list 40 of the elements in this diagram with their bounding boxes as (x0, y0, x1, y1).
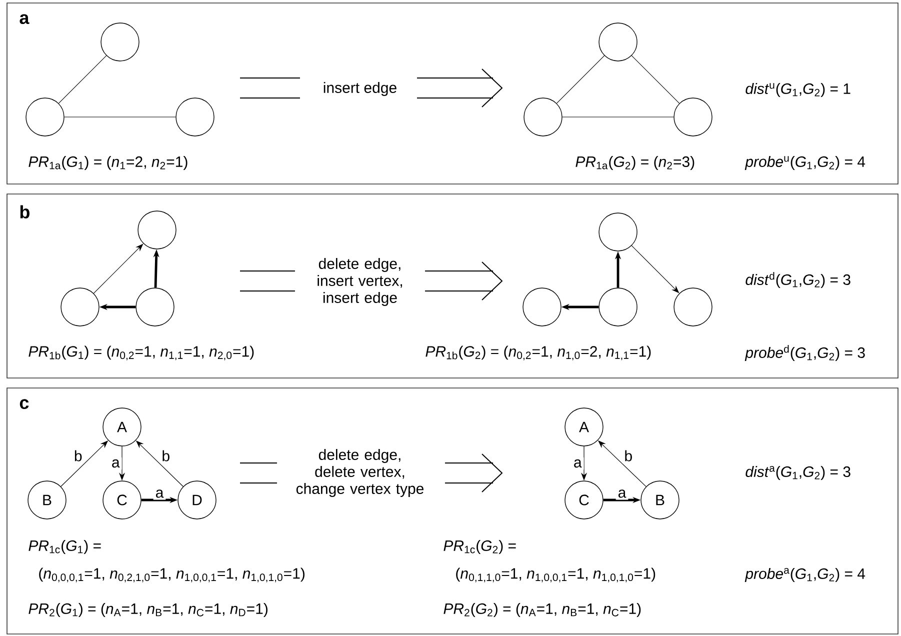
formula-text: dist$^{u}$(G$_{1}$,G$_{2}$) = 1 (746, 83, 850, 97)
edge-label: a (109, 457, 122, 470)
formula-text: dist$^{d}$(G$_{1}$,G$_{2}$) = 3 (746, 272, 850, 288)
vertex-circle (598, 212, 638, 252)
vertex-circle (100, 22, 140, 62)
formula-text: PR$_{1a}$(G$_{2}$) = (n$_{2}$=3) (576, 156, 694, 170)
formula-text: PR$_{1b}$(G$_{1}$) = (n$_{0,2}$=1, n$_{1,1}$=1, n$_{2,0}$=1) (28, 346, 254, 360)
operation-label: delete edge, delete vertex, change vertex type (296, 449, 424, 497)
vertex-circle (176, 98, 214, 136)
formula-text: dist$^{a}$(G$_{1}$,G$_{2}$) = 3 (746, 466, 850, 480)
arrow (93, 244, 144, 294)
formula-text: probe$^{a}$(G$_{1}$,G$_{2}$) = 4 (744, 568, 866, 582)
vertex-circle (598, 288, 638, 326)
formula-text: PR$_{1c}$(G$_{1}$) = (28, 540, 101, 554)
edge-label: b (622, 448, 635, 464)
vertex-circle (522, 288, 562, 326)
vertex-circle (598, 22, 638, 62)
formula-text: (n$_{0,0,0,1}$=1, n$_{0,2,1,0}$=1, n$_{1,0,0,1}$=1, n$_{1,0,1,0}$=1) (39, 568, 304, 582)
formula-text: probe$^{d}$(G$_{1}$,G$_{2}$) = 3 (744, 345, 865, 361)
vertex-circle (524, 98, 562, 136)
edge-label: a (153, 488, 166, 500)
edge-label: a (571, 457, 584, 470)
vertex-circle (138, 210, 176, 250)
edge-label: b (72, 448, 84, 464)
vertex-circle (26, 98, 64, 136)
vertex-circle (60, 288, 100, 326)
formula-text: PR$_{2}$(G$_{1}$) = (n$_{A}$=1, n$_{B}$=1, n$_{C}$=1, n$_{D}$=1) (28, 603, 268, 617)
formula-text: (n$_{0,1,1,0}$=1, n$_{1,0,0,1}$=1, n$_{1,0,1,0}$=1) (456, 568, 656, 582)
formula-text: PR$_{1c}$(G$_{2}$) = (444, 540, 516, 554)
edge-label: b (160, 448, 172, 464)
vertex-circle (674, 288, 712, 326)
vertex-circle (136, 288, 174, 326)
vertex-circle (674, 98, 712, 136)
formula-text: PR$_{1a}$(G$_{1}$) = (n$_{1}$=2, n$_{2}$=1) (28, 156, 188, 170)
operation-label: delete edge, insert vertex, insert edge (318, 258, 402, 306)
operation-label: insert edge (324, 82, 396, 96)
formula-text: PR$_{2}$(G$_{2}$) = (n$_{A}$=1, n$_{B}$=1, n$_{C}$=1) (444, 603, 641, 617)
edge-label: a (616, 488, 628, 500)
formula-text: probe$^{u}$(G$_{1}$,G$_{2}$) = 4 (744, 156, 866, 170)
formula-text: PR$_{1b}$(G$_{2}$) = (n$_{0,2}$=1, n$_{1,0}$=2, n$_{1,1}$=1) (426, 346, 651, 360)
